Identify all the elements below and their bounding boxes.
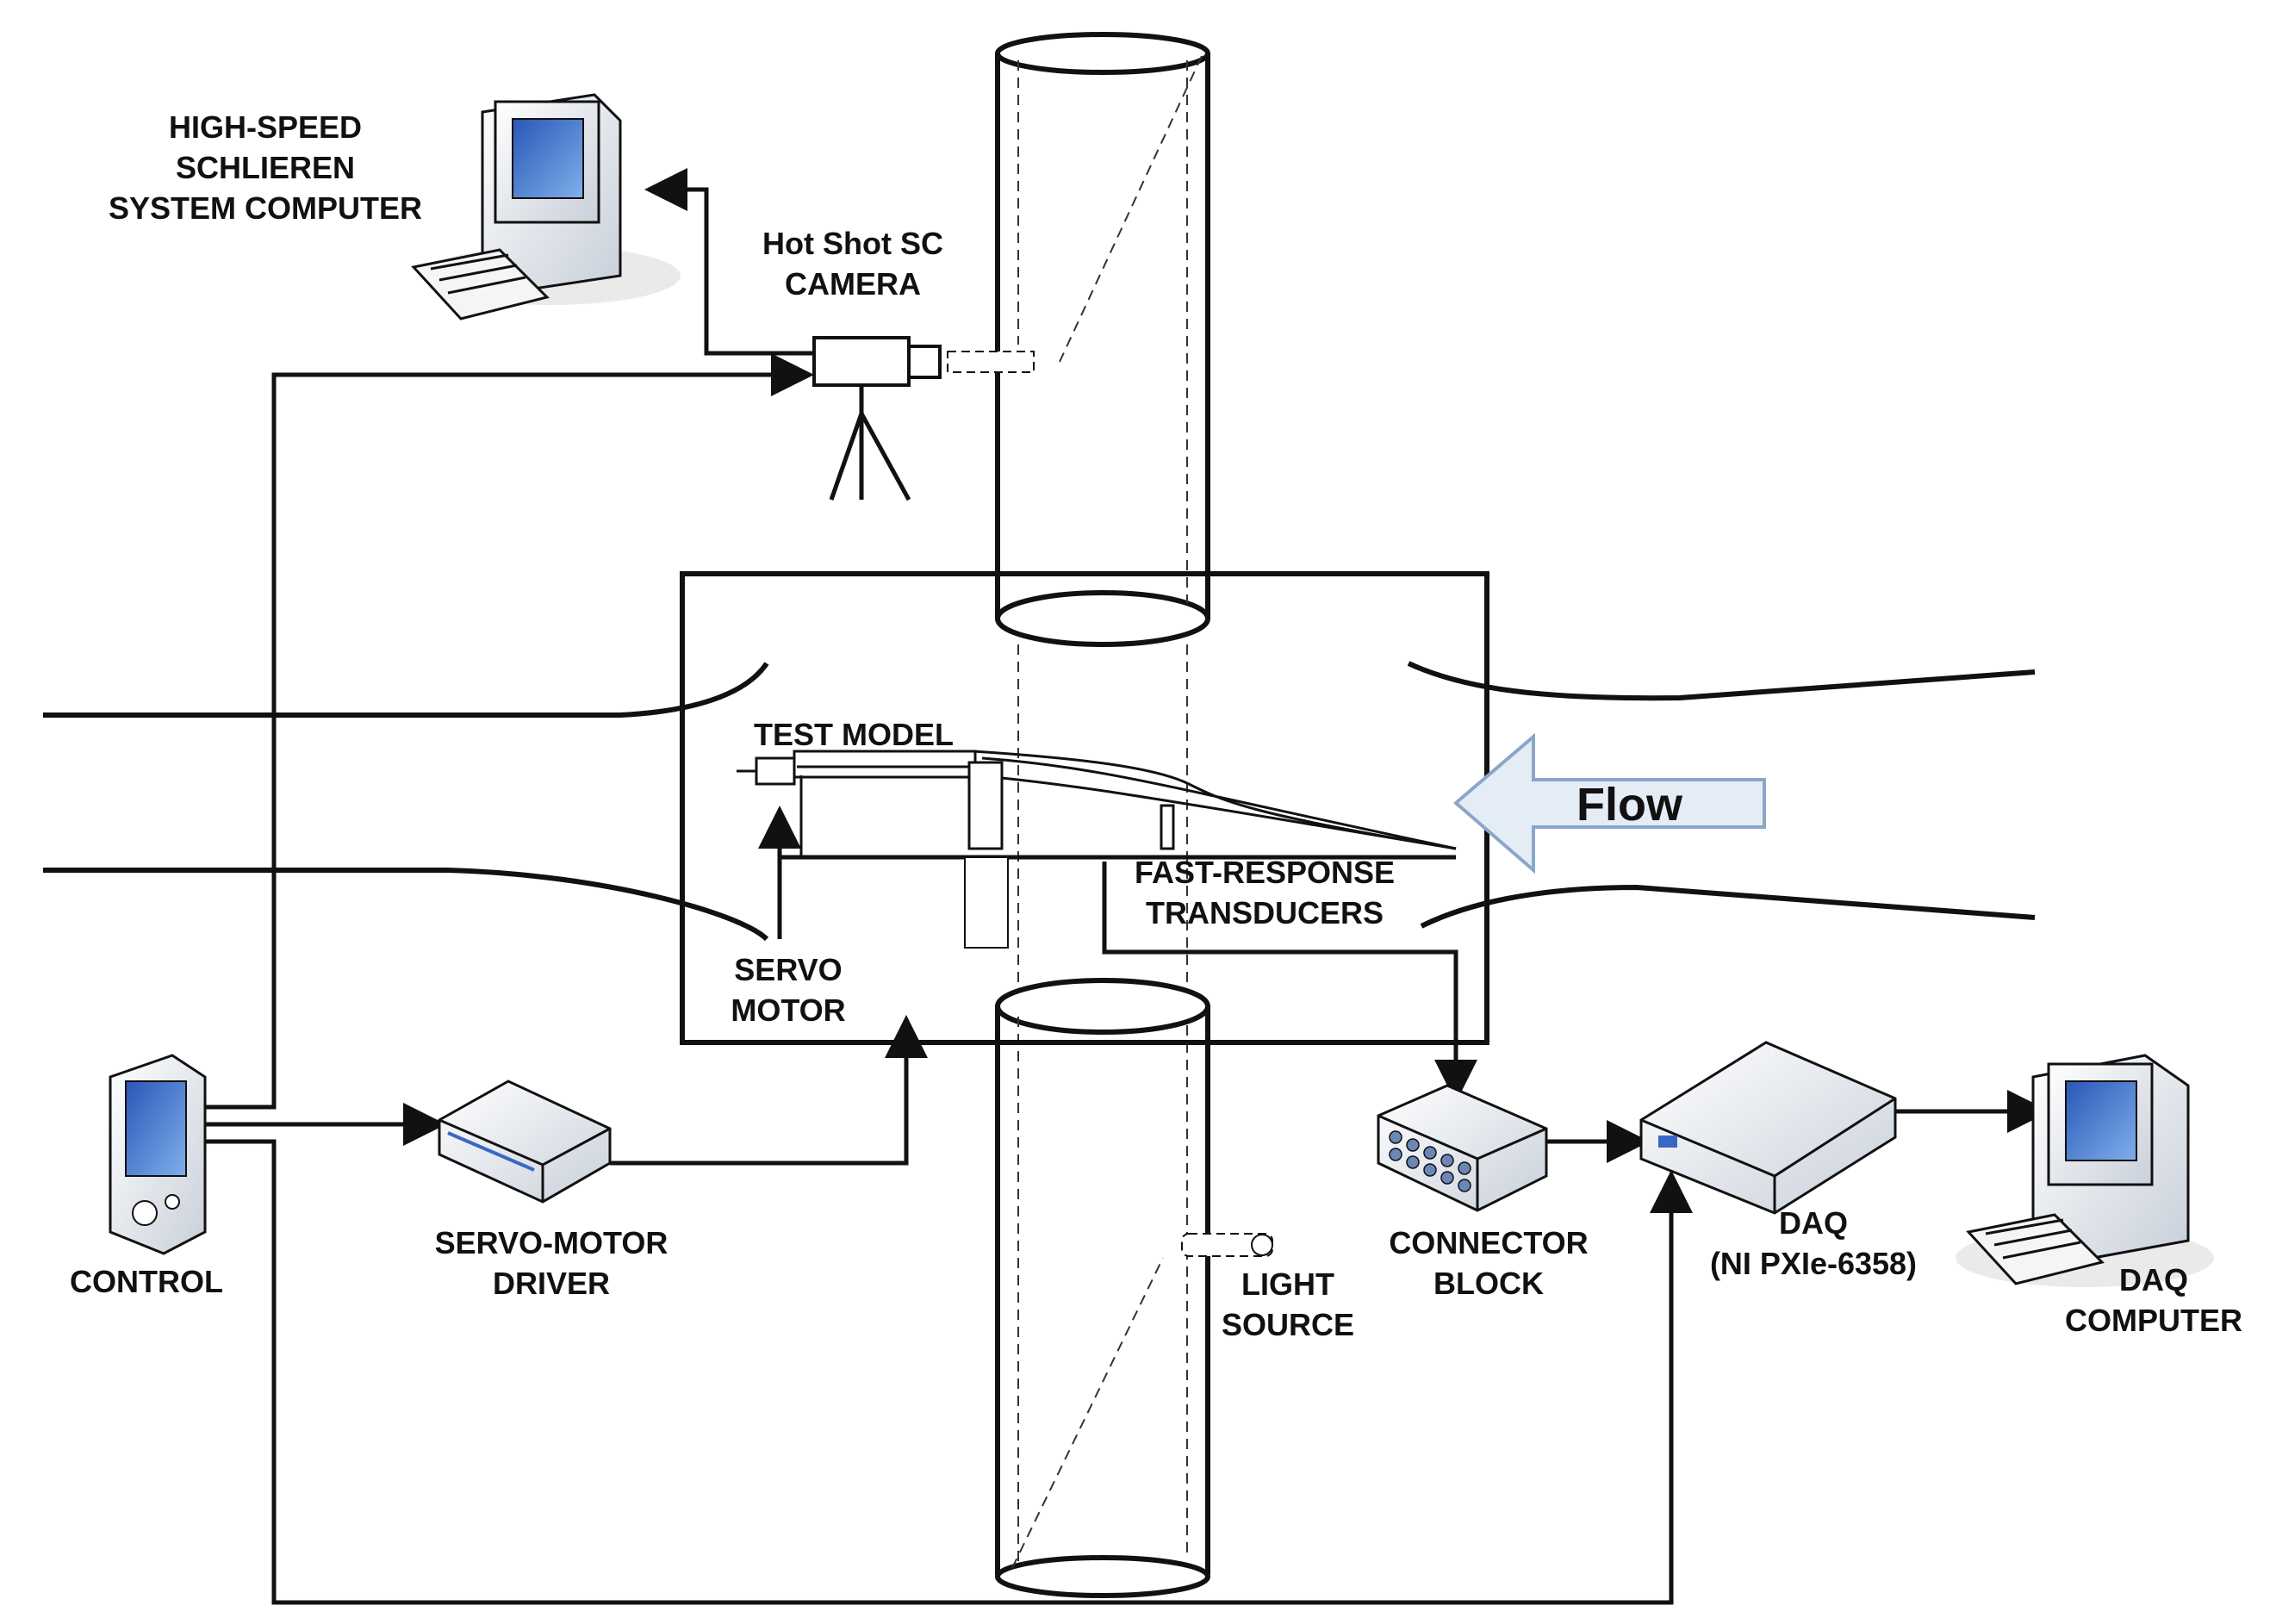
test-model-label: TEST MODEL xyxy=(754,717,954,752)
servo-motor-label-2: MOTOR xyxy=(731,992,845,1028)
daq-computer-label-1: DAQ xyxy=(2119,1262,2188,1297)
schlieren-computer-label-3: SYSTEM COMPUTER xyxy=(109,190,422,226)
schlieren-computer-icon xyxy=(411,93,681,320)
connection-wires xyxy=(205,168,2050,1605)
connector-block-label-1: CONNECTOR xyxy=(1389,1225,1588,1260)
connector-block-label-2: BLOCK xyxy=(1433,1266,1544,1301)
daq-computer-icon xyxy=(1956,1054,2214,1287)
transducers-label-1: FAST-RESPONSE xyxy=(1135,855,1395,890)
lower-optical-column xyxy=(995,978,1210,1598)
control-device-icon xyxy=(109,1054,207,1255)
light-source-label-1: LIGHT xyxy=(1241,1266,1334,1302)
servo-driver-label-1: SERVO-MOTOR xyxy=(435,1225,668,1260)
daq-computer-label-2: COMPUTER xyxy=(2065,1303,2242,1338)
schlieren-computer-label-2: SCHLIEREN xyxy=(176,150,355,185)
tunnel-walls xyxy=(43,661,2036,942)
camera-label-1: Hot Shot SC xyxy=(762,226,943,261)
upper-optical-column xyxy=(995,32,1210,647)
servo-driver-icon xyxy=(438,1080,612,1204)
flow-label: Flow xyxy=(1576,779,1683,831)
test-model xyxy=(737,750,1457,949)
flow-arrow-shape xyxy=(1452,732,1766,874)
daq-label-2: (NI PXIe-6358) xyxy=(1710,1246,1917,1281)
connector-block-icon xyxy=(1377,1084,1548,1212)
transducers-label-2: TRANSDUCERS xyxy=(1146,895,1384,930)
light-source-icon xyxy=(1181,1233,1273,1257)
daq-label-1: DAQ xyxy=(1779,1205,1848,1241)
text-labels: HIGH-SPEED SCHLIEREN SYSTEM COMPUTER Hot… xyxy=(70,109,2242,1342)
control-label: CONTROL xyxy=(70,1264,223,1299)
servo-motor-label-1: SERVO xyxy=(734,952,842,987)
camera-icon xyxy=(812,336,1035,501)
flow-arrow: Flow xyxy=(1452,732,1766,874)
daq-icon xyxy=(1639,1041,1897,1215)
schlieren-computer-label-1: HIGH-SPEED xyxy=(169,109,362,145)
camera-label-2: CAMERA xyxy=(785,266,921,302)
light-source-label-2: SOURCE xyxy=(1222,1307,1354,1342)
servo-driver-label-2: DRIVER xyxy=(493,1266,610,1301)
optical-path-dashed xyxy=(1017,644,1188,982)
